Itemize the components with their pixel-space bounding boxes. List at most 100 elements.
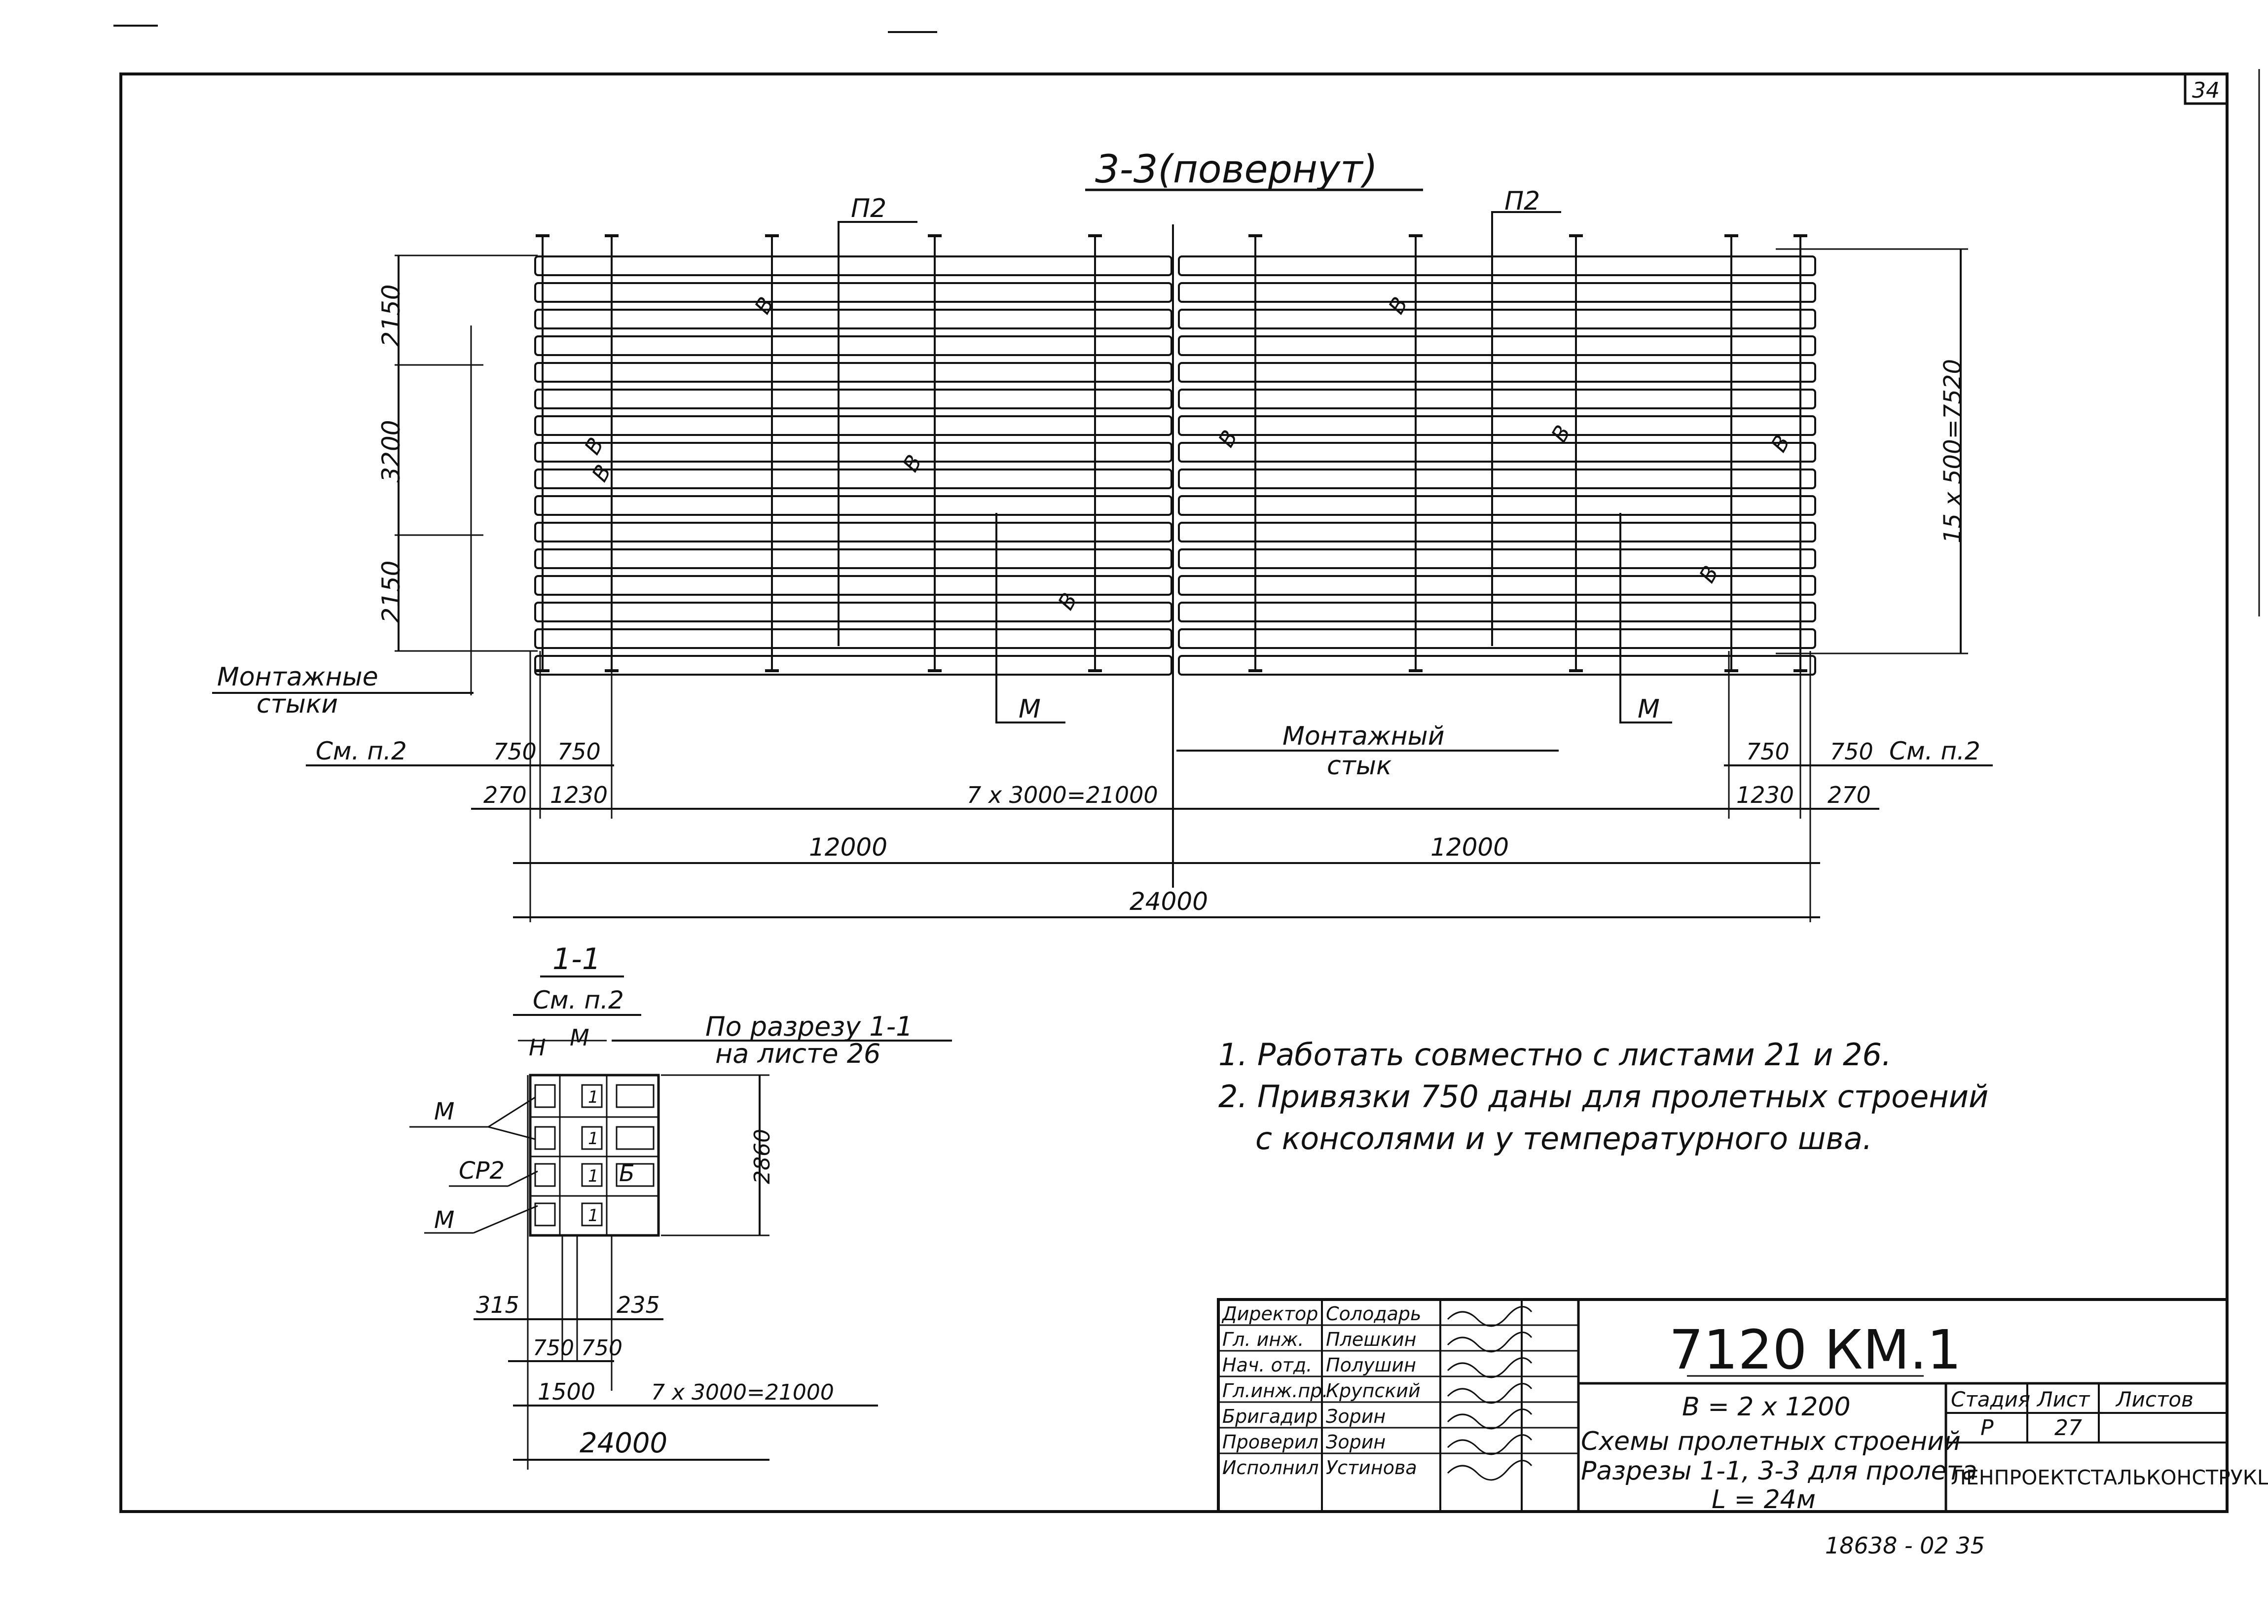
brace-label-left: П2 — [851, 194, 886, 223]
dim-15x500: 15 x 500=7520 — [1939, 359, 1967, 543]
sheet-number-box — [2184, 72, 2229, 105]
dim-270-right: 270 — [1828, 782, 1871, 808]
dim-2150-bottom: 2150 — [377, 560, 405, 623]
dim-750-d: 750 — [1830, 738, 1873, 765]
tb-role: Исполнил — [1222, 1457, 1319, 1479]
profile-flange — [616, 1163, 655, 1187]
tb-signature — [1447, 1383, 1533, 1404]
profile-cell — [534, 1084, 556, 1108]
purlin-left — [534, 548, 1172, 569]
purlin-left — [534, 655, 1172, 676]
stage-value: Р — [1980, 1415, 1994, 1441]
tb-role: Гл.инж.пр. — [1222, 1380, 1328, 1402]
brace-mark: В — [1384, 293, 1413, 319]
profile-flange — [616, 1084, 655, 1108]
joints-label-2: стыки — [256, 689, 338, 719]
purlin-right — [1178, 415, 1816, 436]
purlin-left — [534, 335, 1172, 356]
purlin-left — [534, 469, 1172, 489]
brace-label-right: П2 — [1504, 186, 1540, 216]
sheet-header: Лист — [2036, 1387, 2090, 1411]
purlin-right — [1178, 575, 1816, 596]
box-number: 1 — [588, 1206, 599, 1226]
dim-7x3000: 7 x 3000=21000 — [967, 782, 1158, 808]
box-number: 1 — [588, 1087, 599, 1107]
cp2-label: СР2 — [459, 1157, 505, 1185]
profile-cell — [534, 1202, 556, 1227]
box-number: 1 — [588, 1166, 599, 1186]
dim-7x3000-b: 7 x 3000=21000 — [651, 1380, 834, 1405]
purlin-right — [1178, 362, 1816, 383]
m-label-left: М — [1019, 694, 1041, 724]
sheet-number: 34 — [2192, 78, 2220, 103]
m-leader-left — [995, 513, 1065, 723]
dim-750-b: 750 — [557, 738, 601, 765]
dim-24000-b: 24000 — [580, 1427, 667, 1459]
dim-1500: 1500 — [538, 1378, 595, 1405]
note-3: с консолями и у температурного шва. — [1255, 1120, 1872, 1156]
dim-750-750: 750 750 — [533, 1335, 622, 1361]
note-ref-2: на листе 26 — [715, 1038, 880, 1069]
brace-mark: В — [1053, 589, 1082, 614]
section-3-3-title: 3-3(повернут) — [1095, 147, 1378, 192]
box-number: 1 — [588, 1129, 599, 1149]
brace-line-left — [838, 221, 917, 646]
sheet-value: 27 — [2054, 1415, 2082, 1441]
tb-role: Нач. отд. — [1222, 1354, 1312, 1376]
leader — [508, 1170, 538, 1187]
profile-box — [581, 1163, 603, 1187]
purlin-right — [1178, 335, 1816, 356]
note-2: 2. Привязки 750 даны для пролетных строе… — [1218, 1079, 1988, 1115]
purlin-right — [1178, 628, 1816, 649]
profile-cell — [534, 1126, 556, 1150]
purlin-right — [1178, 655, 1816, 676]
section-1-1-ref: См. п.2 — [533, 986, 624, 1014]
tb-name: Зорин — [1326, 1406, 1386, 1427]
tb-signature — [1447, 1460, 1533, 1481]
purlin-left — [534, 495, 1172, 516]
section-1-1-title: 1-1 — [552, 942, 601, 976]
tb-signature — [1447, 1408, 1533, 1430]
purlin-left — [534, 442, 1172, 463]
title-block-frame — [1217, 1298, 2229, 1513]
joints-label-1: Монтажные — [217, 662, 378, 692]
tb-name: Зорин — [1326, 1431, 1386, 1453]
m-label-right: М — [1638, 694, 1660, 724]
tb-role: Проверил — [1222, 1431, 1318, 1453]
purlin-right — [1178, 522, 1816, 542]
dim-315: 315 — [476, 1292, 519, 1318]
tb-signature — [1447, 1434, 1533, 1455]
dim-24000: 24000 — [1130, 887, 1208, 916]
purlin-left — [534, 309, 1172, 329]
purlin-right — [1178, 469, 1816, 489]
dim-3200: 3200 — [377, 420, 405, 482]
joint-center-label-2: стык — [1327, 751, 1392, 781]
dim-750-c: 750 — [1746, 738, 1790, 765]
tb-name: Полушин — [1326, 1354, 1416, 1376]
brace-mark: В — [580, 433, 609, 459]
section-1-1: 1-1 См. п.2 По разрезу 1-1 на листе 26 Н… — [409, 942, 952, 1470]
purlin-right — [1178, 442, 1816, 463]
m-top-label: М — [570, 1024, 589, 1051]
notes: 1. Работать совместно с листами 21 и 26.… — [1218, 1037, 1988, 1156]
description-3: L = 24м — [1712, 1485, 1816, 1515]
dim-270-left: 270 — [483, 782, 527, 808]
purlin-left — [534, 389, 1172, 409]
organization: ЛЕНПРОЕКТСТАЛЬКОНСТРУКЦИЯ — [1951, 1466, 2268, 1489]
m-leader-right — [1619, 513, 1672, 723]
dim-12000-left: 12000 — [809, 833, 887, 862]
stage-header: Стадия — [1951, 1387, 2030, 1411]
brace-mark: В — [1213, 426, 1243, 452]
leader — [473, 1205, 538, 1234]
purlin-left — [534, 602, 1172, 622]
sheets-header: Листов — [2115, 1387, 2194, 1411]
purlin-right — [1178, 255, 1816, 276]
purlin-right — [1178, 495, 1816, 516]
tb-role: Гл. инж. — [1222, 1329, 1304, 1350]
brace-mark: В — [898, 451, 927, 476]
dim-235: 235 — [617, 1292, 660, 1318]
purlin-left — [534, 522, 1172, 542]
